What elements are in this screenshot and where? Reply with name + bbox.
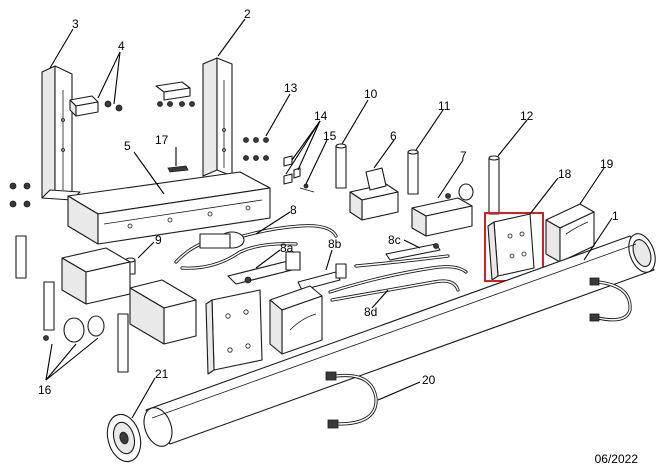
callout-7: 7 — [460, 149, 467, 163]
callout-8: 8 — [290, 203, 297, 217]
part-21-end-cap — [106, 413, 142, 463]
part-18-mounting-plate — [487, 213, 535, 281]
callout-3: 3 — [72, 17, 79, 31]
part-5-main-frame — [67, 171, 271, 245]
callout-8a: 8a — [280, 241, 294, 255]
part-12-post — [488, 155, 500, 215]
callout-12: 12 — [520, 109, 534, 123]
callout-20: 20 — [422, 373, 436, 387]
hinge-plate — [205, 289, 263, 375]
part-8b-cylinder — [297, 263, 347, 291]
callout-17: 17 — [155, 133, 169, 147]
left-fastener-set — [9, 182, 31, 208]
callout-8b: 8b — [328, 237, 342, 251]
part-16-bushing — [43, 315, 105, 343]
callout-18: 18 — [558, 167, 572, 181]
part-8a-cylinder — [227, 251, 301, 285]
part-4-block-and-nut — [69, 95, 123, 117]
callout-6: 6 — [390, 129, 397, 143]
callout-21: 21 — [155, 367, 169, 381]
center-cradle — [269, 285, 323, 355]
callout-2: 2 — [244, 7, 251, 21]
callout-9: 9 — [155, 233, 162, 247]
callout-14: 14 — [314, 109, 328, 123]
callout-1: 1 — [612, 209, 619, 223]
callout-13: 13 — [284, 81, 298, 95]
part-6-bracket — [349, 167, 399, 221]
callout-10: 10 — [364, 87, 378, 101]
callout-15: 15 — [323, 129, 337, 143]
part-2-vertical-bracket — [202, 57, 233, 177]
callout-4: 4 — [118, 39, 125, 53]
part-17-shim-plate — [167, 165, 189, 173]
part-14-15-hardware — [283, 155, 315, 193]
part-3-vertical-bracket — [41, 65, 81, 201]
part-8d-hose-bundle — [328, 254, 468, 302]
callout-5: 5 — [124, 139, 131, 153]
part-20-hose-assembly — [325, 371, 378, 429]
part-7-bracket — [411, 183, 474, 237]
part-11-post — [407, 149, 419, 195]
right-hose-assembly — [589, 277, 632, 322]
left-lower-bracket — [61, 247, 131, 305]
callout-8d: 8d — [364, 305, 377, 319]
callout-labels: 1 2 3 4 5 6 7 8 8a 8b 8c 8d 9 10 11 12 1… — [38, 7, 619, 397]
part-19-cradle — [545, 203, 595, 263]
part-13-bolts — [243, 137, 269, 161]
left-posts — [15, 235, 129, 373]
callout-16: 16 — [38, 383, 52, 397]
leader-lines — [45, 18, 613, 419]
revision-date: 06/2022 — [594, 452, 638, 466]
callout-8c: 8c — [388, 233, 401, 247]
center-bracket — [129, 279, 197, 345]
callout-19: 19 — [600, 157, 614, 171]
part-8-cylinder-assembly — [174, 224, 338, 270]
callout-11: 11 — [438, 99, 451, 113]
top-bracket-hardware — [155, 81, 195, 107]
part-10-post — [335, 143, 347, 189]
part-1-main-tube — [143, 233, 656, 447]
